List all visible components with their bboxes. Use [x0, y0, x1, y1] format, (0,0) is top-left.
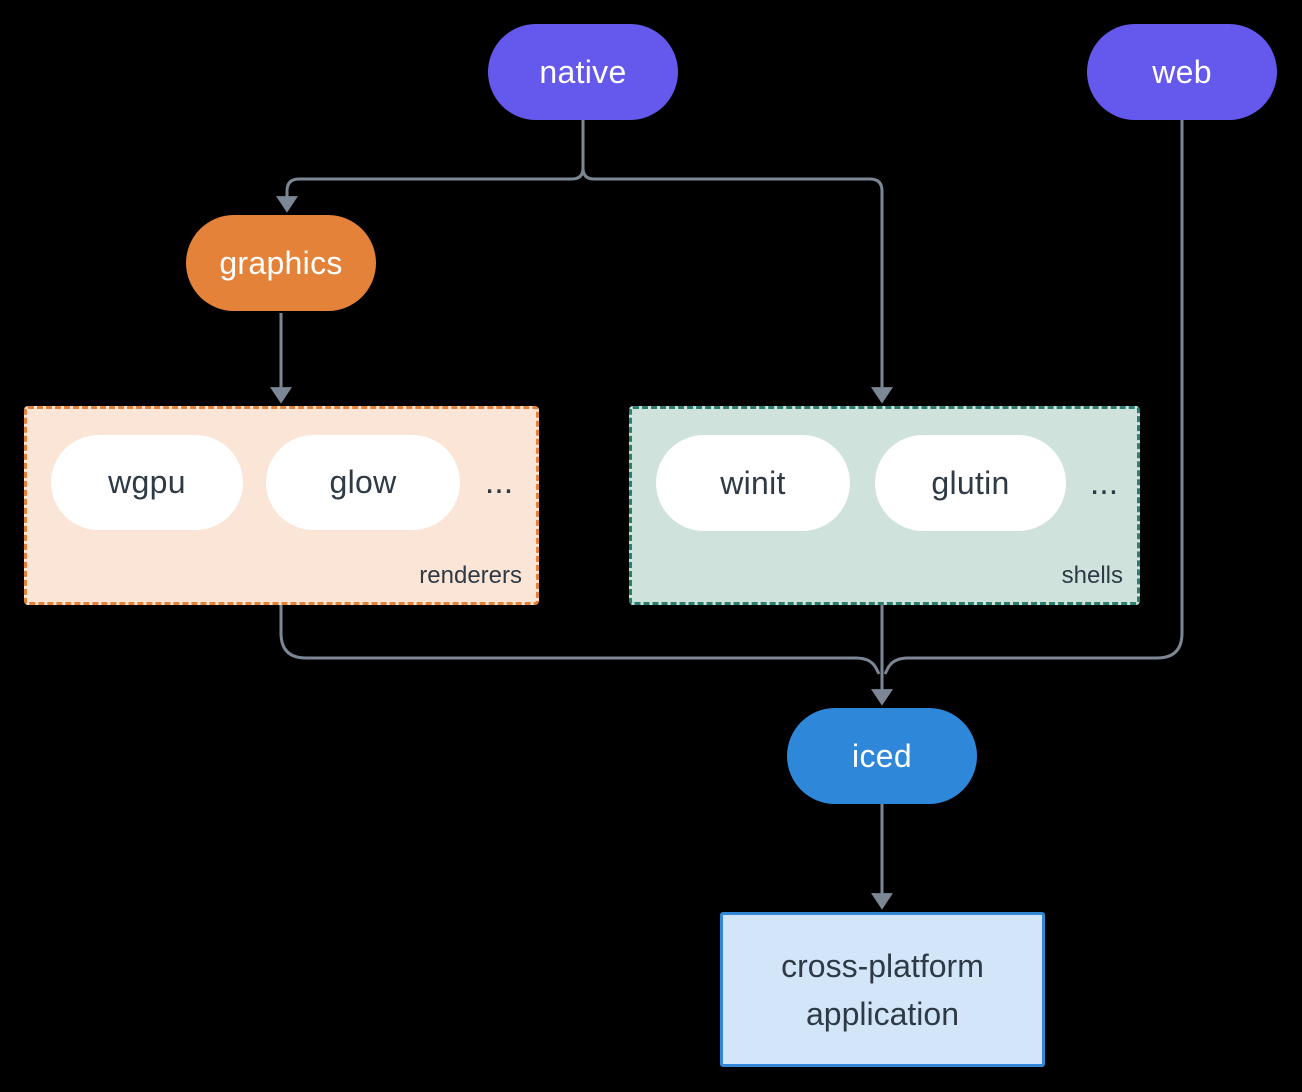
shells-group-label: shells: [1061, 562, 1123, 589]
node-wgpu: wgpu: [51, 435, 243, 530]
edge-renderers-to-merge: [279, 600, 881, 675]
node-iced: iced: [787, 708, 977, 804]
shells-ellipsis: ...: [1089, 463, 1119, 502]
renderers-group-label: renderers: [419, 562, 522, 589]
node-native: native: [488, 24, 678, 120]
renderers-ellipsis: ...: [484, 463, 514, 501]
application-label-line2: application: [806, 995, 959, 1032]
node-glow: glow: [266, 435, 460, 530]
edge-web-to-merge: [883, 120, 1184, 675]
node-glutin: glutin: [875, 435, 1066, 531]
edge-native-to-shells: [581, 167, 893, 404]
group-renderers: wgpu glow ... renderers: [24, 406, 539, 605]
node-winit: winit: [656, 435, 850, 531]
group-shells: winit glutin ... shells: [629, 406, 1140, 605]
edge-native-to-graphics: [276, 120, 585, 213]
node-cross-platform-application: cross-platform application: [720, 912, 1045, 1067]
node-graphics: graphics: [186, 215, 376, 311]
node-web: web: [1087, 24, 1277, 120]
application-label-line1: cross-platform: [781, 947, 984, 984]
